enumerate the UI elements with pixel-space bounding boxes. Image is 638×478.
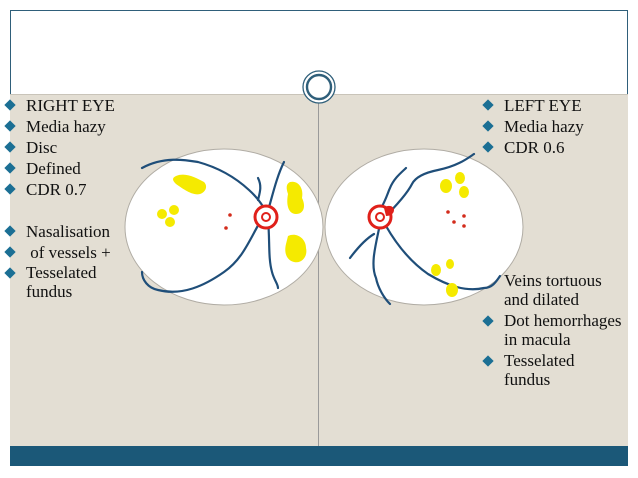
fundus-circle [324, 148, 524, 306]
list-item: Tesselated fundus [482, 351, 596, 389]
double-ring-icon [302, 70, 336, 104]
list-item: of vessels + [4, 242, 118, 263]
list-item: CDR 0.7 [4, 179, 118, 200]
list-item: Media hazy [4, 116, 118, 137]
hemorrhage-dots [224, 213, 232, 230]
list-item: Disc [4, 137, 118, 158]
exudates [157, 174, 307, 263]
retinal-vessels [140, 158, 286, 293]
left-eye-findings-lower: Veins tortuous and dilated Dot hemorrhag… [482, 271, 628, 389]
list-item: Veins tortuous and dilated [482, 271, 614, 309]
list-item: Nasalisation [4, 221, 118, 242]
list-item: RIGHT EYE [4, 95, 118, 116]
list-item: CDR 0.6 [482, 137, 584, 158]
optic-disc-icon [367, 204, 394, 230]
exudates [431, 172, 469, 297]
list-item: Tesselated fundus [4, 263, 118, 301]
list-spacer [4, 200, 118, 221]
column-divider [318, 94, 319, 446]
left-eye-findings: LEFT EYE Media hazy CDR 0.6 [482, 95, 584, 158]
optic-disc-icon [253, 204, 279, 230]
footer-bar [10, 446, 628, 466]
list-item: LEFT EYE [482, 95, 584, 116]
list-item: Media hazy [482, 116, 584, 137]
left-eye-fundus-diagram [324, 148, 524, 306]
right-eye-findings: RIGHT EYE Media hazy Disc Defined CDR 0.… [4, 95, 118, 301]
list-item: Defined [4, 158, 118, 179]
list-item: Dot hemorrhages in macula [482, 311, 628, 349]
right-eye-fundus-diagram [124, 148, 324, 306]
hemorrhage-dots [446, 210, 466, 228]
